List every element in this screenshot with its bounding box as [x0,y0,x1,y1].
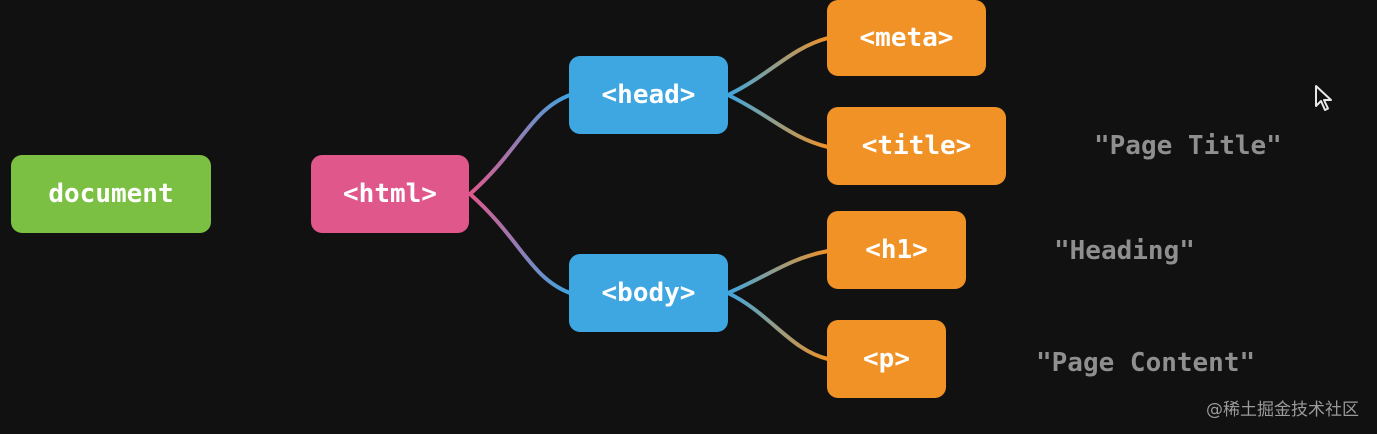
text-page-content: "Page Content" [1036,348,1256,378]
text-heading: "Heading" [1054,236,1195,266]
edge-body-h1 [726,249,830,295]
node-title: <title> [827,107,1006,185]
mouse-pointer-icon [1315,85,1332,111]
edge-html-body [468,192,572,295]
node-p: <p> [827,320,946,398]
edge-body-p [726,291,830,361]
node-h1: <h1> [827,211,966,289]
node-head: <head> [569,56,728,134]
edge-head-title [726,93,830,149]
node-body: <body> [569,254,728,332]
watermark: @稀土掘金技术社区 [1206,400,1359,420]
edge-head-meta [726,36,830,97]
node-html: <html> [311,155,469,233]
node-meta: <meta> [827,0,986,76]
node-document: document [11,155,211,233]
edge-html-head [468,93,572,196]
text-page-title: "Page Title" [1094,131,1282,161]
